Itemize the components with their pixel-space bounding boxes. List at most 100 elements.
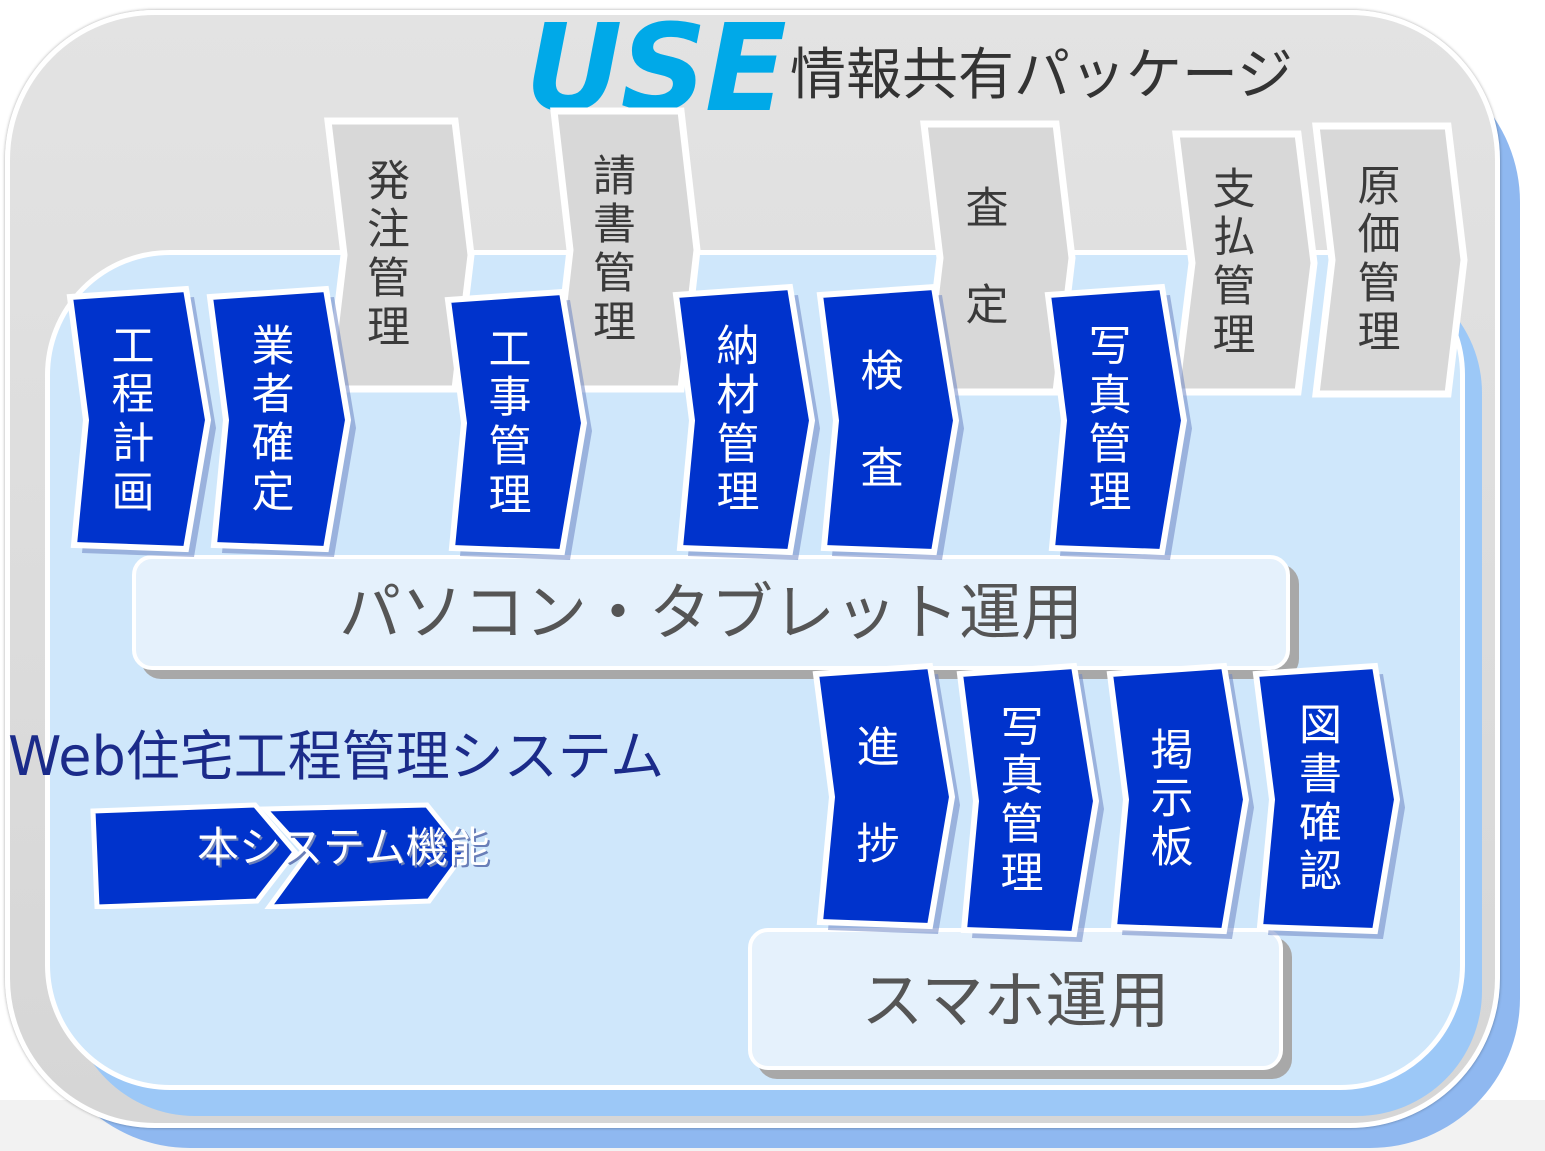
legend-label: 本システム機能 (197, 823, 490, 872)
pc-module-char: 画 (111, 467, 155, 518)
pc-module-char: 真 (1088, 370, 1132, 421)
pc-module-label-1: 工程計画 (82, 297, 184, 543)
pc-module-label-4: 納材管理 (688, 295, 788, 546)
package-module-char: 原 (1357, 161, 1401, 212)
package-module-label-2: 請書管理 (562, 117, 667, 383)
package-module-label-5: 原価管理 (1324, 132, 1434, 388)
package-module-char: 支 (1212, 164, 1256, 215)
pc-module-chevron-shape-6 (1044, 283, 1192, 560)
sp-module-chevron-3: 掲示板 (1102, 662, 1254, 939)
pc-module-char: 定 (251, 467, 295, 518)
sp-module-char: 進 (856, 723, 900, 774)
pc-module-label-5: 検査 (832, 295, 932, 546)
package-module-chevron-shape-3 (920, 120, 1076, 396)
pc-module-char: 材 (716, 370, 760, 421)
package-module-chevron-3: 査定 (918, 118, 1078, 398)
package-module-chevron-4: 支払管理 (1170, 128, 1320, 398)
package-module-char: 理 (1357, 307, 1401, 358)
sp-module-chevron-4: 図書確認 (1248, 662, 1405, 939)
sp-module-chevron-shape-4 (1252, 662, 1405, 939)
sp-module-char: 写 (1000, 702, 1044, 753)
pc-module-char: 事 (488, 373, 532, 424)
package-module-char: 定 (965, 281, 1009, 331)
package-module-char: 理 (593, 297, 636, 348)
package-module-char: 価 (1357, 210, 1401, 261)
pc-module-chevron-shape-2 (206, 285, 356, 557)
smartphone-usage-bar: スマホ運用 (748, 928, 1283, 1070)
package-module-char: 発 (367, 156, 410, 207)
sp-module-char: 書 (1299, 749, 1342, 800)
pc-module-label-6: 写真管理 (1060, 295, 1160, 546)
pc-module-label-3: 工事管理 (460, 300, 560, 546)
sp-module-char: 確 (1299, 798, 1342, 849)
pc-module-chevron-3: 工事管理 (440, 288, 592, 560)
pc-module-char: 工 (111, 321, 155, 372)
package-module-char: 査 (965, 184, 1009, 235)
package-module-chevron-5: 原価管理 (1310, 120, 1470, 400)
package-module-char: 管 (1357, 259, 1401, 309)
sp-module-char: 理 (1000, 848, 1044, 899)
sp-module-char: 掲 (1150, 725, 1194, 776)
pc-tablet-usage-bar: パソコン・タブレット運用 (132, 555, 1290, 670)
pc-module-chevron-shape-3 (444, 288, 592, 560)
pc-module-chevron-2: 業者確定 (202, 285, 356, 557)
web-system-title: Web住宅工程管理システム (8, 725, 665, 788)
use-subtitle: 情報共有パッケージ (790, 43, 1293, 108)
sp-module-chevron-1: 進捗 (808, 662, 960, 934)
package-module-chevron-shape-1 (324, 117, 475, 393)
pc-module-chevron-6: 写真管理 (1040, 283, 1192, 560)
pc-module-char: 理 (488, 470, 532, 521)
package-module-label-3: 査定 (932, 130, 1042, 386)
pc-module-char: 業 (251, 321, 295, 372)
pc-module-chevron-shape-4 (672, 283, 820, 560)
pc-module-char: 納 (716, 322, 760, 373)
sp-module-chevron-shape-2 (956, 662, 1104, 942)
package-module-label-1: 発注管理 (336, 127, 441, 383)
sp-module-label-1: 進捗 (828, 674, 928, 920)
package-module-char: 管 (367, 254, 410, 304)
sp-module-chevron-shape-3 (1106, 662, 1254, 939)
package-module-label-4: 支払管理 (1184, 140, 1284, 386)
pc-module-char: 工 (488, 324, 532, 375)
pc-module-chevron-shape-5 (816, 283, 964, 560)
sp-module-chevron-shape-1 (812, 662, 960, 934)
legend-chevron-icon (90, 802, 469, 910)
pc-module-char: 査 (860, 443, 904, 494)
pc-module-char: 確 (251, 419, 295, 469)
package-module-char: 払 (1212, 213, 1256, 264)
sp-module-char: 図 (1299, 701, 1342, 752)
sp-module-label-2: 写真管理 (972, 674, 1072, 928)
package-module-char: 理 (367, 302, 410, 353)
sp-module-label-3: 掲示板 (1122, 674, 1222, 925)
sp-module-char: 捗 (856, 820, 900, 870)
sp-module-chevron-2: 写真管理 (952, 662, 1104, 942)
package-module-char: 管 (1212, 262, 1256, 312)
pc-module-label-2: 業者確定 (222, 297, 324, 543)
pc-module-chevron-5: 検査 (812, 283, 964, 560)
legend-system-function: 本システム機能 (85, 797, 490, 910)
pc-module-char: 写 (1088, 322, 1132, 373)
package-module-char: 書 (593, 200, 636, 251)
sp-module-char: 管 (1000, 800, 1044, 850)
package-module-chevron-shape-4 (1172, 130, 1318, 396)
pc-module-chevron-shape-1 (66, 285, 216, 557)
package-module-chevron-shape-2 (550, 107, 701, 393)
sp-module-char: 認 (1299, 847, 1342, 898)
pc-module-char: 管 (488, 422, 532, 472)
pc-module-chevron-4: 納材管理 (668, 283, 820, 560)
pc-module-char: 者 (251, 370, 295, 421)
sp-module-char: 示 (1150, 774, 1194, 825)
package-module-chevron-2: 請書管理 (548, 105, 703, 395)
package-module-chevron-1: 発注管理 (322, 115, 477, 395)
pc-module-chevron-1: 工程計画 (62, 285, 216, 557)
package-module-char: 注 (367, 205, 410, 256)
pc-module-char: 理 (716, 468, 760, 519)
pc-module-char: 管 (1088, 419, 1132, 470)
package-module-char: 理 (1212, 310, 1256, 361)
pc-module-char: 理 (1088, 468, 1132, 519)
sp-module-char: 板 (1150, 822, 1194, 873)
sp-module-label-4: 図書確認 (1268, 674, 1373, 925)
package-module-chevron-shape-5 (1312, 122, 1468, 398)
pc-module-char: 程 (111, 370, 155, 421)
pc-module-char: 管 (716, 419, 760, 470)
